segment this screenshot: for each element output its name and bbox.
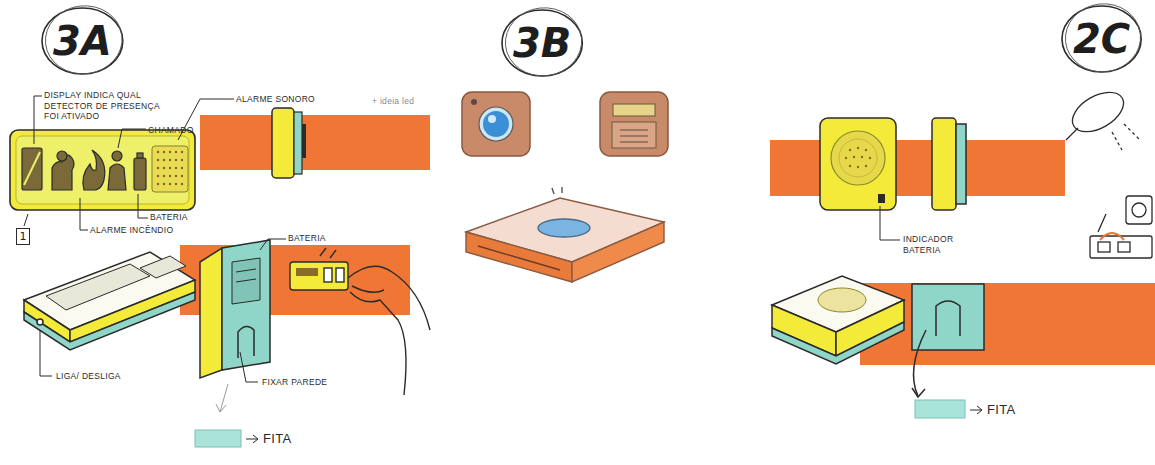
- leader-lines: [24, 96, 286, 443]
- battery-pack: [290, 248, 348, 290]
- side-view: [272, 108, 294, 178]
- option-label: 3A: [53, 18, 112, 64]
- callout-text: 1: [20, 230, 27, 243]
- annotation: INDICADOR BATERIA: [903, 234, 973, 255]
- display-screen: [16, 136, 189, 204]
- speaker-holes: [157, 151, 183, 185]
- display-icons: [22, 148, 146, 190]
- option-tag: 3A: [40, 6, 125, 76]
- mount-clip: [302, 124, 306, 158]
- option-tag: 3B: [500, 8, 584, 78]
- annotation: FIXAR PAREDE: [262, 377, 327, 388]
- circle-stroke: [1062, 0, 1144, 75]
- leader-line: [880, 206, 900, 240]
- circle-stroke: [502, 4, 585, 80]
- hand-sketch: [348, 266, 430, 395]
- tape-mount: [912, 284, 984, 397]
- annotation: CHAMADO: [148, 125, 194, 136]
- option-tag: 2C: [1060, 4, 1143, 74]
- orange-band: [200, 115, 430, 170]
- circle-stroke: [42, 2, 125, 78]
- option-label: 2C: [1073, 16, 1130, 62]
- annotation: FITA: [987, 402, 1015, 418]
- base-station: [466, 187, 664, 282]
- annotation: LIGA/ DESLIGA: [56, 371, 121, 382]
- speaker-module: [600, 92, 668, 156]
- tape-swatch: [915, 400, 965, 418]
- box-stroke: [17, 229, 30, 245]
- ceiling-sketch: [1066, 84, 1152, 258]
- orange-band: [770, 140, 1065, 196]
- alarm-front: [820, 118, 896, 210]
- annotation: DISPLAY INDICA QUAL DETECTOR DE PRESENÇA…: [44, 90, 169, 122]
- camera-module: [462, 92, 530, 156]
- annotation: + ideia led: [372, 96, 414, 107]
- option-label: 3B: [513, 20, 571, 66]
- annotation: BATERIA: [288, 233, 326, 244]
- callout-number: 1: [16, 228, 30, 245]
- display-device-iso: [24, 252, 195, 350]
- alarm-iso: [772, 276, 904, 364]
- speaker-grille: [152, 146, 188, 192]
- tape-swatch: [195, 430, 241, 447]
- arrow-symbol: [970, 406, 982, 414]
- annotation: ALARME SONORO: [236, 94, 315, 105]
- wall-mount: [200, 240, 270, 378]
- display-device: [10, 130, 195, 210]
- mount-strip: [294, 112, 302, 174]
- annotation: FITA: [263, 431, 291, 447]
- alarm-side: [932, 118, 966, 210]
- annotation: ALARME INCÊNDIO: [90, 225, 173, 236]
- annotation: BATERIA: [150, 212, 188, 223]
